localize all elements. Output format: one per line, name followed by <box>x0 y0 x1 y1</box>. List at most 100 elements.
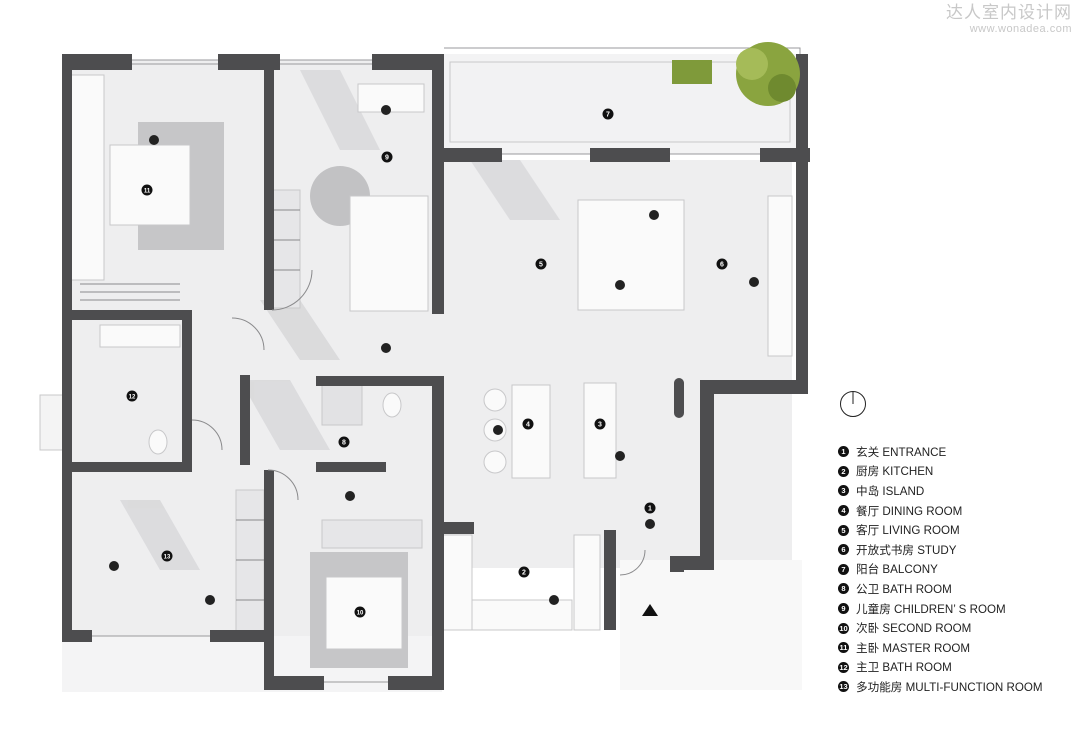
island <box>583 382 617 479</box>
desk-children <box>357 83 425 113</box>
wall-left <box>62 54 72 640</box>
kitchen-counter-right <box>573 534 601 631</box>
wall-second-v <box>264 470 274 690</box>
legend-item: 11 主卧 MASTER ROOM <box>838 638 1043 658</box>
room-marker-12: 12 <box>126 390 138 402</box>
toilet-public <box>382 392 402 418</box>
svg-text:6: 6 <box>720 262 724 269</box>
wall-balcony-bottom-2 <box>590 148 670 162</box>
people-figures <box>109 105 759 605</box>
wall-bottom-2 <box>388 676 444 690</box>
room-marker-1: 1 <box>644 502 656 514</box>
wardrobe-left <box>69 74 105 281</box>
wall-right-step <box>700 380 808 394</box>
room-marker-11: 11 <box>141 184 153 196</box>
legend-number: 2 <box>838 465 849 477</box>
watermark: 达人室内设计网 www.wonadea.com <box>946 3 1072 35</box>
entry-arrow-icon <box>642 604 658 616</box>
north-arrow-icon <box>840 391 866 417</box>
legend-label: 阳台 BALCONY <box>856 563 938 577</box>
legend-number: 9 <box>838 603 849 615</box>
bed-children <box>349 195 429 312</box>
legend-number: 3 <box>838 485 849 497</box>
svg-text:13: 13 <box>164 554 171 560</box>
wall-v-1 <box>264 54 274 310</box>
room-marker-3: 3 <box>594 418 606 430</box>
planter <box>672 60 712 84</box>
svg-text:3: 3 <box>598 422 602 429</box>
dining-table <box>511 384 551 479</box>
svg-text:11: 11 <box>144 188 151 194</box>
kitchen-counter <box>441 534 473 631</box>
wall-bottom-left <box>62 630 92 642</box>
walls <box>62 54 810 690</box>
legend-item: 1 玄关 ENTRANCE <box>838 442 1043 462</box>
legend-label: 儿童房 CHILDREN’ S ROOM <box>856 602 1006 616</box>
svg-text:7: 7 <box>606 112 610 119</box>
room-marker-13: 13 <box>161 550 173 562</box>
wall-kitchen-top <box>444 522 474 534</box>
room-markers: 1 2 3 4 5 6 7 8 <box>126 108 728 618</box>
room-marker-5: 5 <box>535 258 547 270</box>
wall-master-bath-bottom <box>62 462 192 472</box>
legend-number: 11 <box>838 642 849 654</box>
floor-plan: 1 2 3 4 5 6 7 8 <box>39 42 810 692</box>
legend-label: 主卧 MASTER ROOM <box>856 641 971 655</box>
legend-label: 玄关 ENTRANCE <box>856 445 947 459</box>
watermark-title: 达人室内设计网 <box>946 3 1072 22</box>
legend-label: 开放式书房 STUDY <box>856 543 957 557</box>
svg-text:8: 8 <box>342 440 346 447</box>
balcony-deck <box>449 61 791 143</box>
room-marker-2: 2 <box>518 566 530 578</box>
room-marker-8: 8 <box>338 436 350 448</box>
wall-top-1 <box>62 54 132 70</box>
shower-public <box>321 384 363 426</box>
legend-label: 主卫 BATH ROOM <box>856 661 952 675</box>
legend-number: 1 <box>838 446 849 458</box>
legend-label: 餐厅 DINING ROOM <box>856 504 963 518</box>
legend-item: 6 开放式书房 STUDY <box>838 540 1043 560</box>
vanity-master-bath <box>99 324 181 348</box>
svg-text:5: 5 <box>539 262 543 269</box>
legend-label: 中岛 ISLAND <box>856 484 925 498</box>
wall-second-right <box>432 512 444 690</box>
study-desk <box>767 195 793 357</box>
sofa <box>577 199 685 311</box>
legend-item: 9 儿童房 CHILDREN’ S ROOM <box>838 599 1043 619</box>
legend-item: 12 主卫 BATH ROOM <box>838 658 1043 678</box>
wardrobe-second <box>321 519 423 549</box>
room-marker-4: 4 <box>522 418 534 430</box>
legend-number: 8 <box>838 583 849 595</box>
legend-number: 12 <box>838 661 849 673</box>
tree-icon <box>672 42 800 106</box>
wardrobe-multi <box>235 489 265 641</box>
wardrobe-hatching <box>80 209 300 601</box>
legend-item: 3 中岛 ISLAND <box>838 481 1043 501</box>
wall-public-bath-right <box>432 376 444 516</box>
svg-text:1: 1 <box>648 506 652 513</box>
wall-public-bath-top <box>316 376 442 386</box>
wall-right-end <box>670 556 684 572</box>
svg-text:10: 10 <box>357 610 364 616</box>
wall-kitchen-right <box>604 530 616 630</box>
wall-v-2 <box>432 54 444 314</box>
room-marker-9: 9 <box>381 151 393 163</box>
legend-number: 13 <box>838 681 849 693</box>
room-marker-6: 6 <box>716 258 728 270</box>
chair-dining-3 <box>483 450 507 474</box>
legend-number: 6 <box>838 544 849 556</box>
column-right <box>674 378 684 418</box>
bed-master <box>109 144 191 226</box>
svg-text:4: 4 <box>526 422 530 429</box>
doors <box>191 269 646 576</box>
wall-master-bath-top <box>62 310 192 320</box>
chair-dining-1 <box>483 388 507 412</box>
exterior-strip-right <box>620 560 802 690</box>
